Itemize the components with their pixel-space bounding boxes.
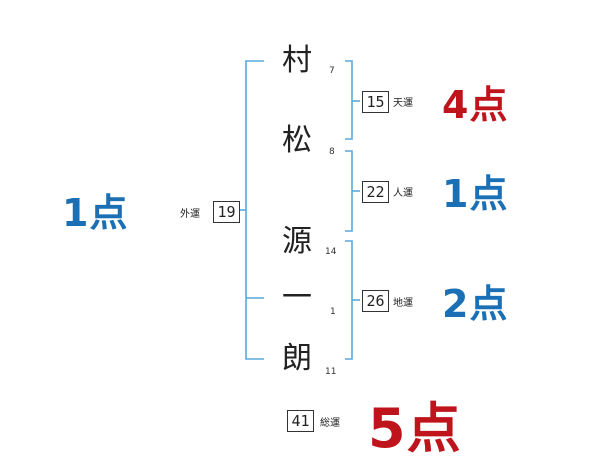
chiun-value-box: 26 — [362, 290, 389, 312]
name-char-2: 松 — [282, 123, 312, 158]
gaiun-bracket — [245, 60, 264, 360]
stroke-count-4: 1 — [330, 307, 336, 317]
gaiun-score: 1点 — [62, 191, 129, 235]
chiun-score: 2点 — [442, 282, 509, 326]
souun-score: 5点 — [368, 397, 462, 460]
stroke-count-5: 11 — [325, 367, 337, 377]
souun-value-box: 41 — [287, 410, 314, 432]
tenun-value-box: 15 — [362, 91, 389, 113]
chiun-label: 地運 — [393, 298, 413, 309]
chiun-bracket — [345, 240, 353, 360]
name-char-4: 一 — [282, 280, 312, 315]
jinun-score: 1点 — [442, 172, 509, 216]
jinun-value-box: 22 — [362, 181, 389, 203]
name-char-5: 朗 — [282, 341, 312, 376]
tenun-bracket — [345, 60, 353, 140]
souun-label: 総運 — [320, 418, 340, 429]
gaiun-value-box: 19 — [213, 201, 240, 223]
jinun-label: 人運 — [393, 188, 413, 199]
tenun-score: 4点 — [442, 83, 509, 127]
stroke-count-1: 7 — [329, 66, 335, 76]
gaiun-label: 外運 — [180, 209, 200, 220]
name-char-3: 源 — [282, 224, 312, 259]
jinun-bracket — [345, 150, 353, 232]
tenun-label: 天運 — [393, 98, 413, 109]
stroke-count-2: 8 — [329, 147, 335, 157]
name-char-1: 村 — [282, 43, 312, 78]
stroke-count-3: 14 — [325, 247, 337, 257]
